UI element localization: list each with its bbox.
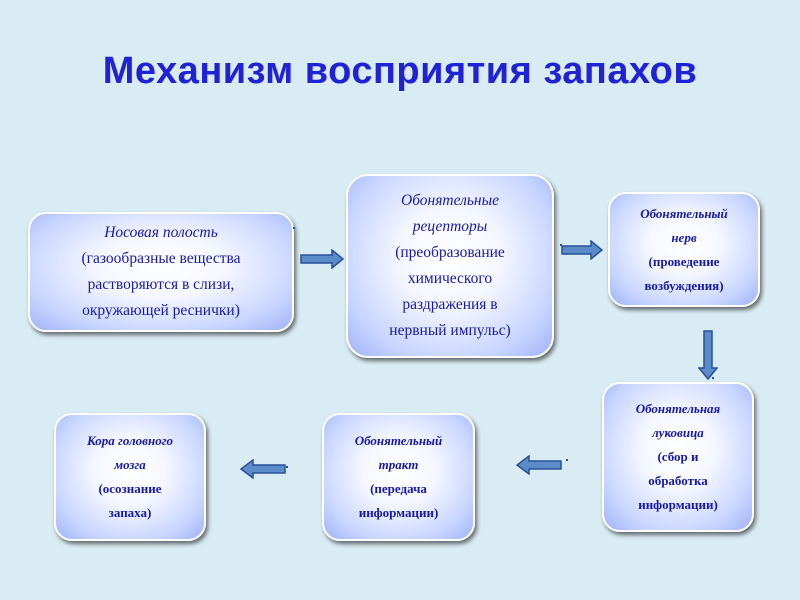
arrow-down-icon [698, 330, 718, 380]
arrow-left-icon [516, 455, 562, 475]
decorative-dot [293, 227, 295, 229]
node-receptors-desc-3: раздражения в [402, 296, 498, 313]
node-nasal-cavity: Носовая полость (газообразные вещества р… [28, 212, 294, 332]
node-tract-head-1: Обонятельный [354, 433, 443, 448]
node-bulb-desc-2: обработка [648, 473, 708, 488]
node-nerve-desc-2: возбуждения) [644, 277, 724, 293]
node-receptors-head-2: рецепторы [412, 218, 488, 235]
node-cortex-head-2: мозга [114, 457, 146, 472]
node-nerve-desc-1: (проведение [648, 253, 720, 269]
node-cortex: Кора головного мозга (осознание запаха) [54, 413, 206, 541]
node-cortex-head-1: Кора головного [86, 433, 174, 448]
node-tract-desc-2: информации) [358, 505, 439, 520]
arrow-left-icon [240, 459, 286, 479]
node-receptors: Обонятельные рецепторы (преобразование х… [346, 174, 554, 358]
arrow-right-icon [561, 240, 603, 260]
node-bulb: Обонятельная луковица (сбор и обработка … [602, 382, 754, 532]
node-bulb-desc-1: (сбор и [657, 449, 699, 464]
node-nasal-cavity-desc-2: растворяются в слизи, [87, 276, 235, 293]
node-bulb-head-2: луковица [652, 425, 704, 440]
node-tract: Обонятельный тракт (передача информации) [322, 413, 475, 541]
node-receptors-desc-2: химического [407, 270, 493, 287]
node-nerve-head-1: Обонятельный [640, 205, 728, 221]
node-bulb-head-1: Обонятельная [635, 401, 721, 416]
node-tract-head-2: тракт [378, 457, 419, 472]
node-nasal-cavity-desc-3: окружающей реснички) [82, 302, 240, 319]
arrow-right-icon [300, 249, 344, 269]
decorative-dot [286, 466, 288, 468]
node-nasal-cavity-desc-1: (газообразные вещества [81, 250, 241, 267]
node-tract-desc-1: (передача [370, 481, 427, 496]
node-receptors-head-1: Обонятельные [401, 192, 499, 209]
node-cortex-desc-2: запаха) [108, 505, 152, 520]
node-nasal-cavity-head: Носовая полость [104, 224, 218, 241]
decorative-dot [566, 459, 568, 461]
page-title: Механизм восприятия запахов [102, 50, 698, 92]
node-cortex-desc-1: (осознание [98, 481, 162, 496]
node-receptors-desc-1: (преобразование [395, 244, 505, 261]
node-nerve-head-2: нерв [671, 229, 697, 245]
node-nerve: Обонятельный нерв (проведение возбуждени… [608, 192, 760, 307]
node-bulb-desc-3: информации) [638, 497, 718, 512]
decorative-dot [712, 377, 714, 379]
node-receptors-desc-4: нервный импульс) [389, 322, 511, 339]
decorative-dot [560, 244, 562, 246]
